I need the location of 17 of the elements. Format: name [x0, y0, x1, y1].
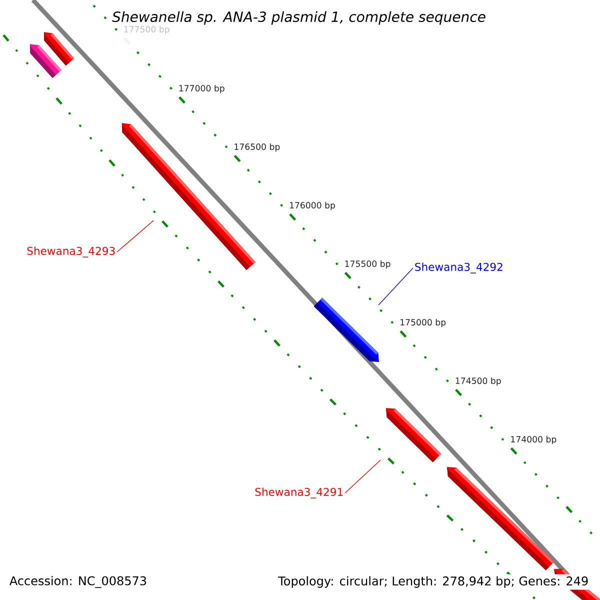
gene-block [314, 298, 379, 362]
tick-label: 176500 bp [234, 143, 280, 152]
leader-line [116, 220, 154, 252]
gene-label: Shewana3_4293 [27, 246, 115, 258]
gene-label: Shewana3_4291 [255, 488, 343, 498]
leader-line [378, 268, 414, 306]
title: Shewanella sp. ANA-3 plasmid 1, complete sequence [112, 11, 486, 25]
gene-block [447, 467, 554, 570]
tick-label: 177500 bp [124, 26, 170, 34]
leader-line [344, 460, 381, 494]
summary-text: Topology: circular; Length: 278,942 bp; Genes: 249 [276, 574, 591, 590]
tick-label: 176000 bp [290, 202, 335, 210]
gene-label: Shewana3_4292 [415, 262, 502, 274]
accession-text: Accession: NC_008573 [10, 576, 146, 588]
tick-label: 175000 bp [400, 318, 446, 328]
gene-block [386, 408, 442, 462]
gene-block [30, 44, 62, 78]
